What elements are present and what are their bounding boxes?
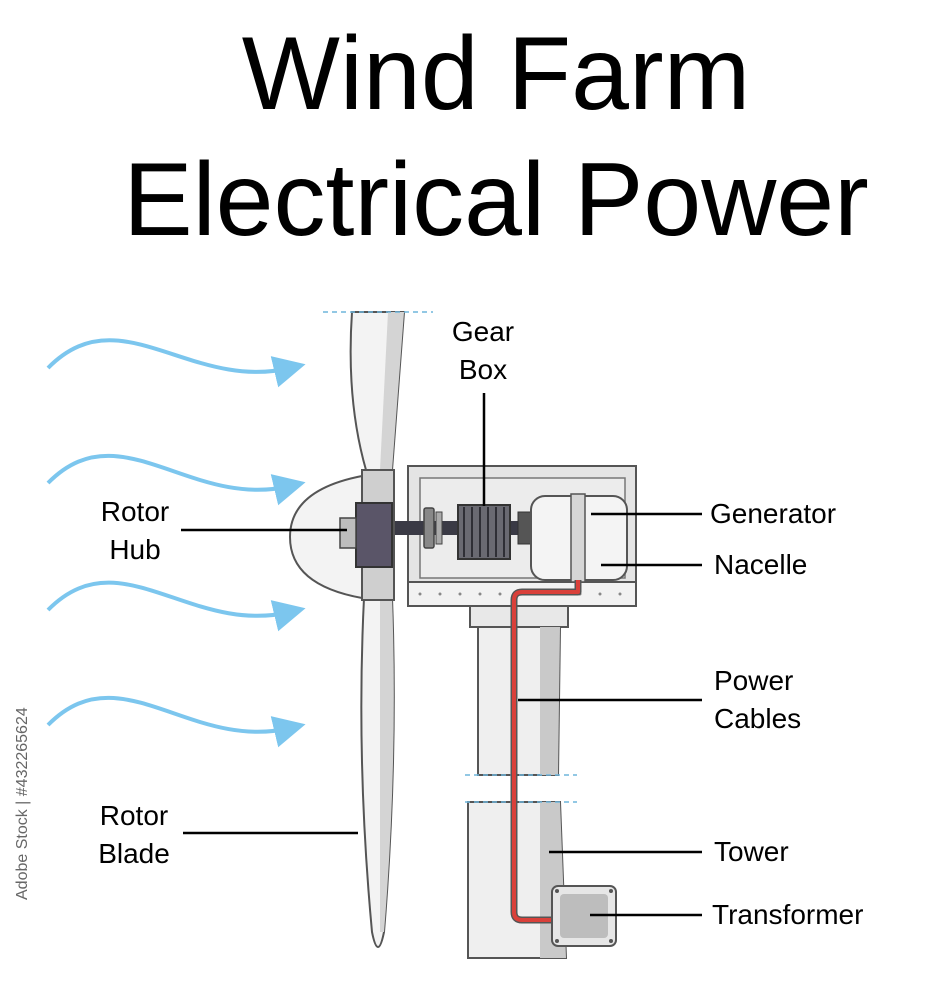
label-generator: Generator: [710, 498, 837, 529]
label-rotor-blade: Rotor Blade: [98, 800, 170, 869]
transformer: [551, 885, 617, 947]
label-gear-box: Gear Box: [451, 316, 515, 385]
title-line-2: Electrical Power: [123, 142, 869, 258]
label-tower: Tower: [714, 836, 789, 867]
callout-lines: [181, 393, 702, 917]
title-line-1: Wind Farm: [241, 16, 751, 132]
wind-arrow: [46, 580, 306, 632]
wind-arrow: [46, 695, 306, 748]
wind-arrows: [46, 338, 306, 748]
label-transformer: Transformer: [712, 899, 864, 930]
label-power-cables: Power Cables: [714, 665, 802, 734]
rotor-hub: [288, 469, 395, 601]
gear-box: [457, 504, 511, 560]
stock-watermark: Adobe Stock | #432265624: [14, 707, 31, 900]
label-nacelle: Nacelle: [714, 549, 808, 580]
wind-arrow: [46, 338, 306, 388]
generator: [530, 493, 628, 583]
wind-arrow: [46, 453, 306, 506]
label-rotor-hub: Rotor Hub: [100, 496, 170, 565]
rotor-blades: [323, 311, 433, 948]
